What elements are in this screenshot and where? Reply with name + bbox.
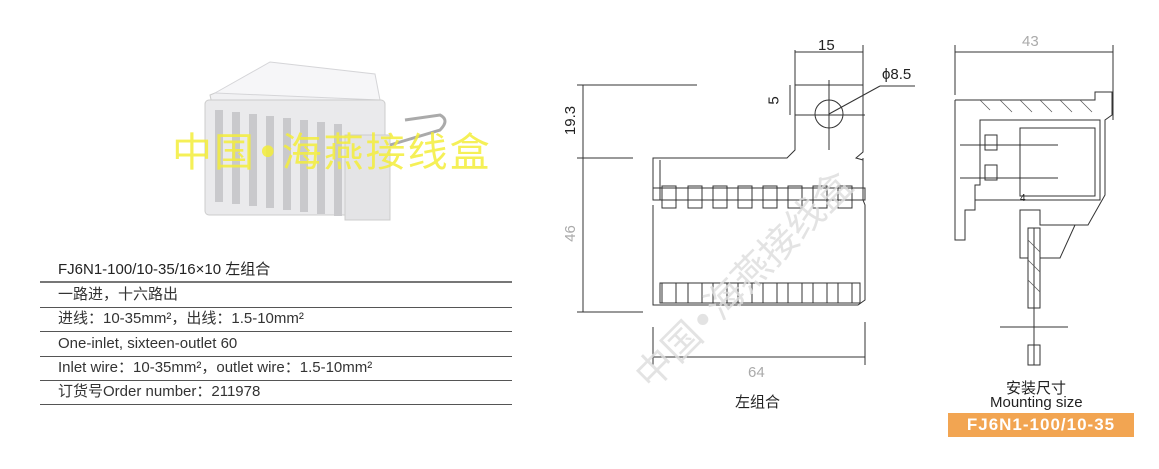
terminal-block-photo — [204, 61, 447, 221]
dim-hole-offset: 5 — [765, 96, 783, 105]
spec-row: One-inlet, sixteen-outlet 60 — [40, 333, 512, 357]
front-view-caption: 左组合 — [735, 394, 781, 411]
watermark: 中国•海燕接线盒 — [172, 130, 492, 176]
mounting-size-cn: 安装尺寸 — [1006, 380, 1067, 397]
part-label: 4 — [1020, 193, 1026, 204]
dim-tab-height: 19.3 — [562, 105, 580, 136]
order-number-row: 订货号Order number：211978 — [40, 381, 512, 405]
dim-depth: 43 — [1022, 33, 1039, 50]
mounting-size-en: Mounting size — [990, 394, 1083, 411]
dim-tab-width: 15 — [818, 37, 835, 54]
model-badge: FJ6N1-100/10-35 — [948, 413, 1134, 437]
front-view-drawing — [577, 45, 915, 365]
spec-row: Inlet wire：10-35mm²，outlet wire：1.5-10mm… — [40, 357, 512, 381]
dim-width: 64 — [748, 364, 765, 381]
dim-height: 46 — [561, 225, 579, 242]
spec-row: 进线：10-35mm²，出线：1.5-10mm² — [40, 308, 512, 332]
dim-hole-diameter: ϕ8.5 — [882, 66, 912, 83]
spec-row: 一路进，十六路出 — [40, 284, 512, 308]
product-title: FJ6N1-100/10-35/16×10 左组合 — [40, 259, 512, 283]
side-view-drawing — [954, 45, 1114, 366]
